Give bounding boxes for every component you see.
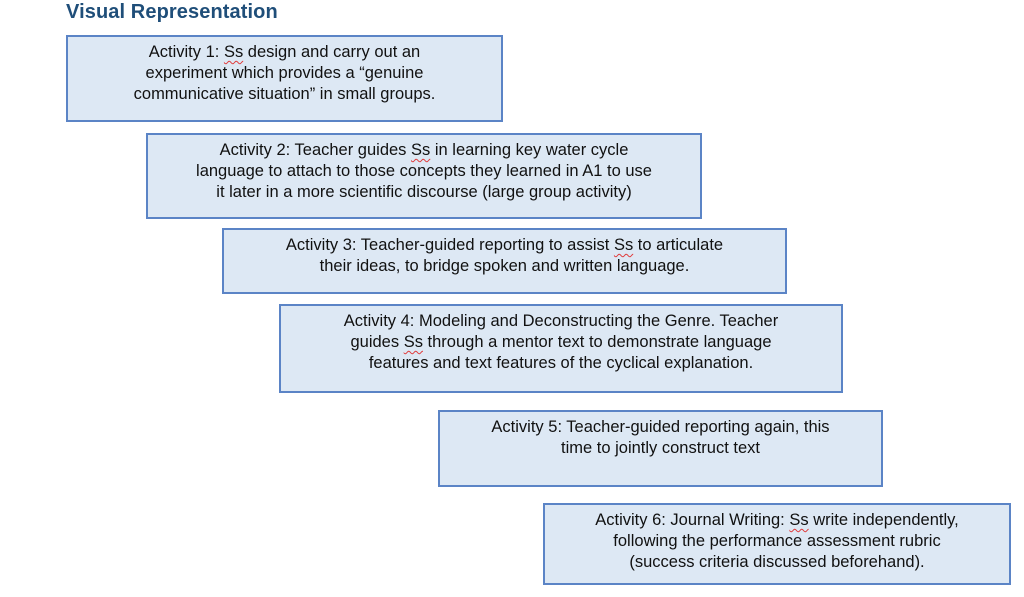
activity-3-line-1: Activity 3: Teacher-guided reporting to …: [224, 235, 785, 256]
activity-1-line-3: communicative situation” in small groups…: [133, 85, 436, 103]
activity-6-box: Activity 6: Journal Writing: Ss write in…: [543, 503, 1011, 585]
activity-2-line-2: language to attach to those concepts the…: [196, 162, 652, 180]
spellcheck-flagged-word: Ss: [789, 511, 809, 529]
activity-2-line-1: Activity 2: Teacher guides Ss in learnin…: [148, 140, 700, 161]
text-segment: Activity 2: Teacher guides: [219, 141, 412, 159]
text-segment: to articulate: [633, 236, 724, 254]
activity-4-line-2: guides Ss through a mentor text to demon…: [281, 332, 841, 353]
text-segment: Activity 6: Journal Writing:: [595, 511, 790, 529]
text-segment: design and carry out an: [243, 43, 421, 61]
activity-6-line-1: Activity 6: Journal Writing: Ss write in…: [545, 510, 1009, 531]
activity-4-line-3: features and text features of the cyclic…: [368, 354, 754, 372]
text-segment: guides: [350, 333, 404, 351]
activity-2-box: Activity 2: Teacher guides Ss in learnin…: [146, 133, 702, 219]
activity-5-box: Activity 5: Teacher-guided reporting aga…: [438, 410, 883, 487]
activity-1-line-2: experiment which provides a “genuine: [145, 64, 424, 82]
activity-6-line-3: (success criteria discussed beforehand).: [629, 553, 925, 571]
text-segment: Activity 1:: [148, 43, 224, 61]
spellcheck-flagged-word: Ss: [223, 43, 244, 61]
activity-1-line-1: Activity 1: Ss design and carry out an: [68, 42, 501, 63]
activity-4-box: Activity 4: Modeling and Deconstructing …: [279, 304, 843, 393]
activity-3-line-2: their ideas, to bridge spoken and writte…: [319, 257, 690, 275]
text-segment: Activity 3: Teacher-guided reporting to …: [285, 236, 614, 254]
spellcheck-flagged-word: Ss: [403, 333, 423, 351]
text-segment: through a mentor text to demonstrate lan…: [422, 333, 772, 351]
activity-6-line-2: following the performance assessment rub…: [613, 532, 941, 550]
text-segment: write independently,: [808, 511, 959, 529]
spellcheck-flagged-word: Ss: [613, 236, 634, 254]
activity-4-line-1: Activity 4: Modeling and Deconstructing …: [343, 312, 779, 330]
activity-1-box: Activity 1: Ss design and carry out an e…: [66, 35, 503, 122]
spellcheck-flagged-word: Ss: [411, 141, 431, 159]
activity-2-line-3: it later in a more scientific discourse …: [216, 183, 632, 201]
activity-5-line-1: Activity 5: Teacher-guided reporting aga…: [491, 418, 830, 436]
diagram-title: Visual Representation: [66, 1, 278, 23]
activity-5-line-2: time to jointly construct text: [561, 439, 760, 457]
text-segment: in learning key water cycle: [430, 141, 629, 159]
activity-3-box: Activity 3: Teacher-guided reporting to …: [222, 228, 787, 294]
